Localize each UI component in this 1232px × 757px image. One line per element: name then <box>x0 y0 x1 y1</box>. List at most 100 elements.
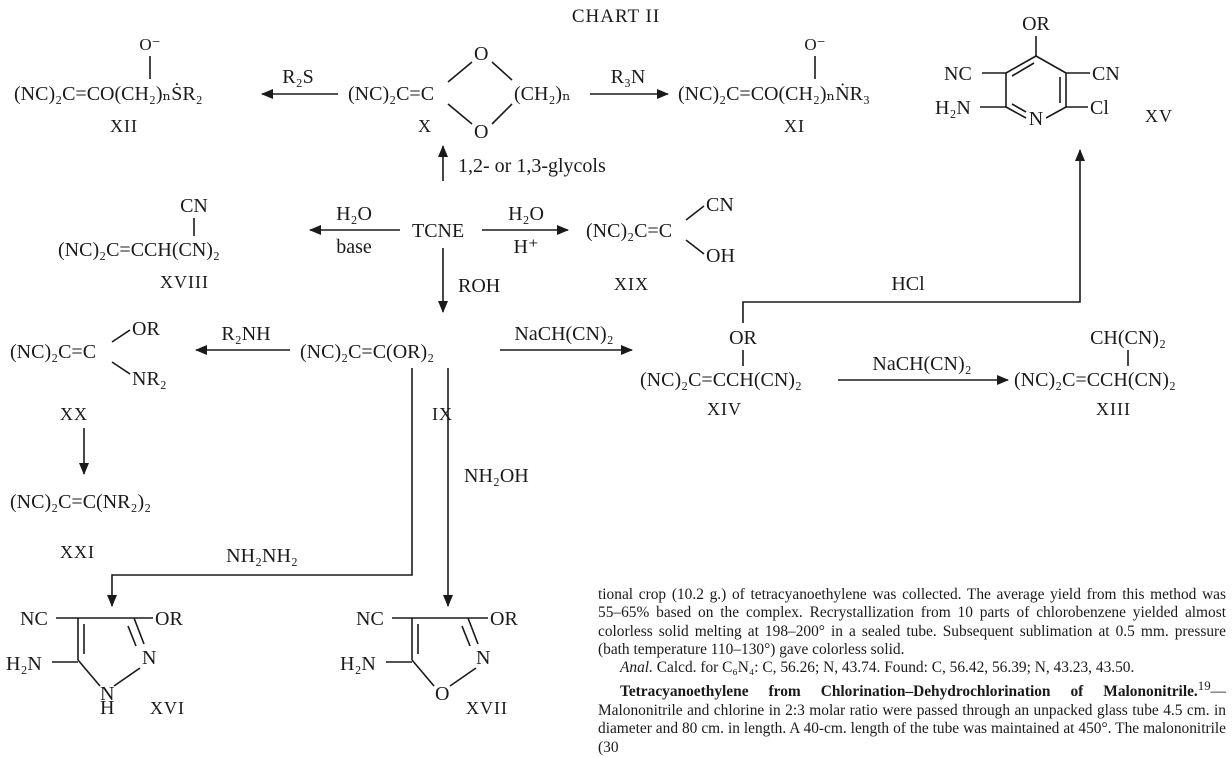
xvi-ring-c-n <box>77 659 101 687</box>
xvii-o: O <box>435 683 449 705</box>
xvii-ring-c-o <box>411 659 435 687</box>
compound-xii: O⁻ (NC)₂C=CO(CH₂)ₙṠR₂ XII <box>14 35 203 136</box>
xv-ring-4 <box>1005 106 1027 119</box>
xv-ring-6 <box>1005 55 1037 74</box>
xv-double-3 <box>1011 103 1027 113</box>
compound-xi: O⁻ (NC)₂C=CO(CH₂)ₙṄR₃ XI <box>678 35 870 136</box>
reaction-scheme: CHART II O⁻ (NC)₂C=CO(CH₂)ₙṠR₂ XII R₂S … <box>6 6 1176 719</box>
compound-xiii: CH(CN)₂ (NC)₂C=CCH(CN)₂ XIII <box>1014 327 1176 419</box>
compound-xiv: OR (NC)₂C=CCH(CN)₂ XIV <box>640 327 802 419</box>
xx-formula-left: (NC)₂C=C <box>10 341 96 363</box>
compound-xx: (NC)₂C=C OR NR₂ XX <box>10 318 167 424</box>
xiv-formula: (NC)₂C=CCH(CN)₂ <box>640 369 802 391</box>
x-bond-upper <box>447 61 473 83</box>
compound-xviii: CN (NC)₂C=CCH(CN)₂ XVIII <box>58 195 220 292</box>
xvi-n2: N <box>142 647 156 669</box>
xix-oh: OH <box>706 245 735 267</box>
reagent-nach-1: NaCH(CN)₂ <box>514 323 613 345</box>
reagent-nh2oh: NH₂OH <box>464 465 529 487</box>
xi-label: XI <box>784 116 805 136</box>
section-heading: Tetracyanoethylene from Chlorination–Deh… <box>620 683 1198 701</box>
xix-formula-left: (NC)₂C=C <box>586 220 672 242</box>
xviii-formula: (NC)₂C=CCH(CN)₂ <box>58 239 220 261</box>
xiv-or: OR <box>729 327 757 349</box>
x-ring-bond-upper <box>491 61 513 81</box>
xv-n: N <box>1029 108 1043 130</box>
xix-bond-oh <box>685 239 705 255</box>
x-formula-left: (NC)₂C=C <box>348 83 434 105</box>
xix-label: XIX <box>614 274 649 294</box>
xx-bond-or <box>111 329 131 343</box>
compound-xvi: NC OR N N H H₂N XVI <box>6 608 185 719</box>
xviii-cn: CN <box>180 195 208 217</box>
reagent-nach-2: NaCH(CN)₂ <box>872 353 971 375</box>
xv-ring-3 <box>1045 106 1067 119</box>
xvi-label: XVI <box>150 698 185 715</box>
xiii-formula: (NC)₂C=CCH(CN)₂ <box>1014 369 1176 391</box>
reagent-h2o-base: H₂O <box>336 203 372 225</box>
xv-label: XV <box>1145 106 1173 126</box>
xii-oxide: O⁻ <box>139 35 160 54</box>
xv-cl: Cl <box>1090 97 1109 119</box>
reagent-roh: ROH <box>458 275 500 297</box>
xvii-h2n: H₂N <box>340 653 376 675</box>
compound-x: (NC)₂C=C O O (CH₂)ₙ X <box>348 43 571 143</box>
chart-title: CHART II <box>572 6 660 27</box>
analysis-text: Calcd. for C₆N₄: C, 56.26; N, 43.74. Fou… <box>652 659 1135 677</box>
xvi-ring-n-n <box>113 667 141 687</box>
paragraph-yield: tional crop (10.2 g.) of tetracyanoethyl… <box>598 586 1226 658</box>
xviii-label: XVIII <box>160 272 209 292</box>
xvi-h: H <box>100 697 114 715</box>
compound-xxi: (NC)₂C=C(NR₂)₂ XXI <box>10 491 151 562</box>
xvii-nc: NC <box>356 608 384 630</box>
x-ring-bond-lower <box>491 103 513 125</box>
reagent-base: base <box>336 236 372 258</box>
xii-label: XII <box>110 116 138 136</box>
xx-label: XX <box>60 404 88 424</box>
xvi-n1: N <box>100 683 114 705</box>
reagent-r3n: R₃N <box>611 66 646 88</box>
xii-formula: (NC)₂C=CO(CH₂)ₙṠR₂ <box>14 82 203 105</box>
xvi-or: OR <box>155 608 183 630</box>
x-label: X <box>418 116 432 136</box>
xx-bond-nr2 <box>111 361 131 375</box>
xv-or: OR <box>1022 13 1050 35</box>
reagent-r2nh: R₂NH <box>221 323 270 345</box>
paragraph-analysis: Anal. Calcd. for C₆N₄: C, 56.26; N, 43.7… <box>598 659 1226 677</box>
compound-xvii: NC OR N O H₂N XVII <box>340 608 518 718</box>
x-oxygen-top: O <box>474 43 488 65</box>
compound-xix: (NC)₂C=C CN OH XIX <box>586 194 735 294</box>
xxi-formula: (NC)₂C=C(NR₂)₂ <box>10 491 151 513</box>
x-bond-lower <box>447 103 473 125</box>
reagent-h-plus: H⁺ <box>514 236 539 258</box>
reagent-r2s: R₂S <box>282 66 313 88</box>
xvii-ring-n-o <box>449 667 477 687</box>
reagent-nh2nh2: NH₂NH₂ <box>226 545 298 567</box>
xvi-ring-right <box>133 617 145 645</box>
arrow-hcl <box>742 149 1085 323</box>
x-ring: (CH₂)ₙ <box>514 83 571 105</box>
xvii-label: XVII <box>466 698 508 715</box>
xv-ring-1 <box>1035 55 1067 74</box>
reaction-scheme-svg: CHART II O⁻ (NC)₂C=CO(CH₂)ₙṠR₂ XII R₂S … <box>6 6 1176 719</box>
xv-cn: CN <box>1092 63 1120 85</box>
reagent-hcl: HCl <box>891 273 925 295</box>
footnote-ref: 19 <box>1197 679 1211 694</box>
compound-xv: OR N NC CN H₂N Cl XV <box>935 13 1173 130</box>
xv-h2n: H₂N <box>935 97 971 119</box>
compound-tcne: TCNE <box>412 220 464 242</box>
xvi-h2n: H₂N <box>6 653 42 675</box>
xvii-double-right <box>461 625 471 647</box>
reagent-h2o-acid: H₂O <box>508 203 544 225</box>
xxi-label: XXI <box>60 542 95 562</box>
xix-cn: CN <box>706 194 734 216</box>
paragraph-chlorination: Tetracyanoethylene from Chlorination–Deh… <box>598 677 1226 756</box>
analysis-label: Anal. <box>620 659 653 677</box>
reagent-glycols: 1,2- or 1,3-glycols <box>458 155 606 177</box>
experimental-text: tional crop (10.2 g.) of tetracyanoethyl… <box>598 586 1226 757</box>
ix-label: IX <box>432 404 453 424</box>
xx-or: OR <box>132 318 160 340</box>
xiv-label: XIV <box>707 399 742 419</box>
xv-double-1 <box>1011 62 1035 77</box>
xi-oxide: O⁻ <box>804 35 825 54</box>
